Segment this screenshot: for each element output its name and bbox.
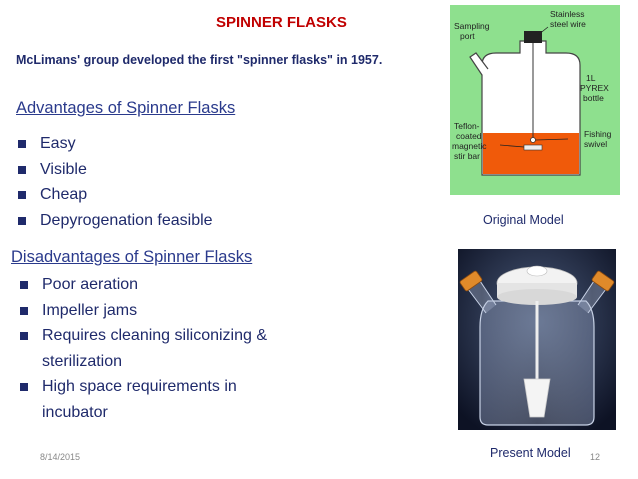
swivel-label-2: swivel (584, 139, 607, 149)
original-model-diagram: Sampling port Stainless steel wire 1L PY… (450, 5, 620, 195)
disadvantage-aeration: Poor aeration (42, 276, 139, 293)
original-model-caption: Original Model (483, 213, 564, 227)
sampling-port-shape (469, 52, 489, 76)
disadvantage-impeller: Impeller jams (42, 301, 138, 319)
bullet-square-icon (20, 383, 28, 391)
advantage-depyrogenation: Depyrogenation feasible (40, 211, 213, 229)
stir-bar-label-3: magnetic (452, 141, 487, 151)
sampling-port-label-2: port (460, 31, 475, 41)
stainless-wire-label-2: steel wire (550, 19, 586, 29)
disadvantage-cleaning-cont: sterilization (42, 352, 123, 370)
disadvantage-cleaning: Requires cleaning siliconizing & (42, 327, 268, 344)
disadvantages-list: Poor aeration Impeller jams Requires cle… (20, 272, 320, 425)
disadvantage-space-cont: incubator (42, 403, 108, 421)
pointer-line (499, 144, 525, 148)
stainless-wire-label-1: Stainless (550, 9, 585, 19)
slide-subtitle: McLimans' group developed the first "spi… (16, 53, 383, 67)
advantages-list: Easy Visible Cheap Depyrogenation feasib… (18, 131, 318, 233)
pyrex-label-3: bottle (583, 93, 604, 103)
present-model-caption: Present Model (490, 446, 571, 460)
list-item: Easy (18, 131, 318, 157)
bullet-square-icon (18, 216, 26, 225)
bullet-square-icon (20, 281, 28, 289)
pointer-line (537, 26, 549, 36)
list-item: Cheap (18, 182, 318, 208)
bullet-square-icon (20, 306, 28, 315)
bottle-cap (524, 31, 542, 43)
swivel-label-1: Fishing (584, 129, 612, 139)
present-model-photo (458, 249, 616, 430)
list-item: Depyrogenation feasible (18, 208, 318, 234)
footer-date: 8/14/2015 (40, 452, 81, 462)
bullet-square-icon (18, 191, 26, 199)
disadvantage-space: High space requirements in (42, 378, 237, 395)
top-cap-knob (526, 265, 548, 277)
page-number: 12 (590, 452, 601, 462)
bullet-square-icon (20, 332, 28, 340)
side-cap-right (591, 270, 615, 292)
advantages-heading: Advantages of Spinner Flasks (16, 99, 236, 117)
list-item: Visible (18, 157, 318, 183)
slide-title: SPINNER FLASKS (216, 14, 347, 31)
fishing-swivel-shape (530, 137, 536, 143)
bullet-square-icon (18, 140, 26, 148)
list-item: Poor aeration (20, 272, 320, 298)
stir-bar-label-1: Teflon- (454, 121, 480, 131)
pointer-line (535, 138, 569, 141)
side-cap-left (459, 270, 483, 292)
impeller-paddle (523, 378, 551, 418)
advantage-visible: Visible (40, 160, 87, 178)
advantage-easy: Easy (40, 135, 76, 152)
stir-bar-shape (523, 144, 543, 151)
bullet-square-icon (18, 165, 26, 174)
disadvantages-heading: Disadvantages of Spinner Flasks (11, 248, 253, 266)
advantage-cheap: Cheap (40, 186, 88, 203)
pyrex-label-1: 1L (586, 73, 596, 83)
sampling-port-label-1: Sampling (454, 21, 490, 31)
list-item: Requires cleaning siliconizing & steriliz… (20, 323, 320, 374)
list-item: High space requirements in incubator (20, 374, 320, 425)
top-cap-bottom (497, 289, 577, 305)
stir-bar-label-4: stir bar (454, 151, 480, 161)
stir-bar-label-2: coated (456, 131, 482, 141)
list-item: Impeller jams (20, 298, 320, 324)
pyrex-label-2: PYREX (580, 83, 609, 93)
